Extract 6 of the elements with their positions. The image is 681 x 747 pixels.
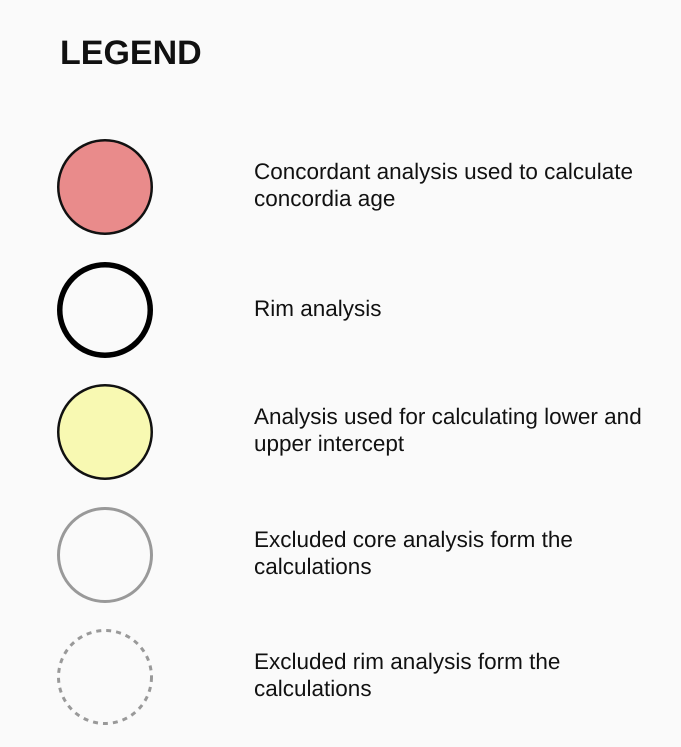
legend-label: Concordant analysis used to calculate concordia age	[254, 158, 634, 212]
legend-label: Analysis used for calculating lower and upper intercept	[254, 403, 643, 457]
legend-label: Rim analysis	[254, 294, 383, 322]
legend-heading: LEGEND	[60, 34, 202, 73]
legend-label: Excluded rim analysis form the calculations	[254, 648, 562, 702]
legend-label: Excluded core analysis form the calculations	[254, 526, 574, 580]
